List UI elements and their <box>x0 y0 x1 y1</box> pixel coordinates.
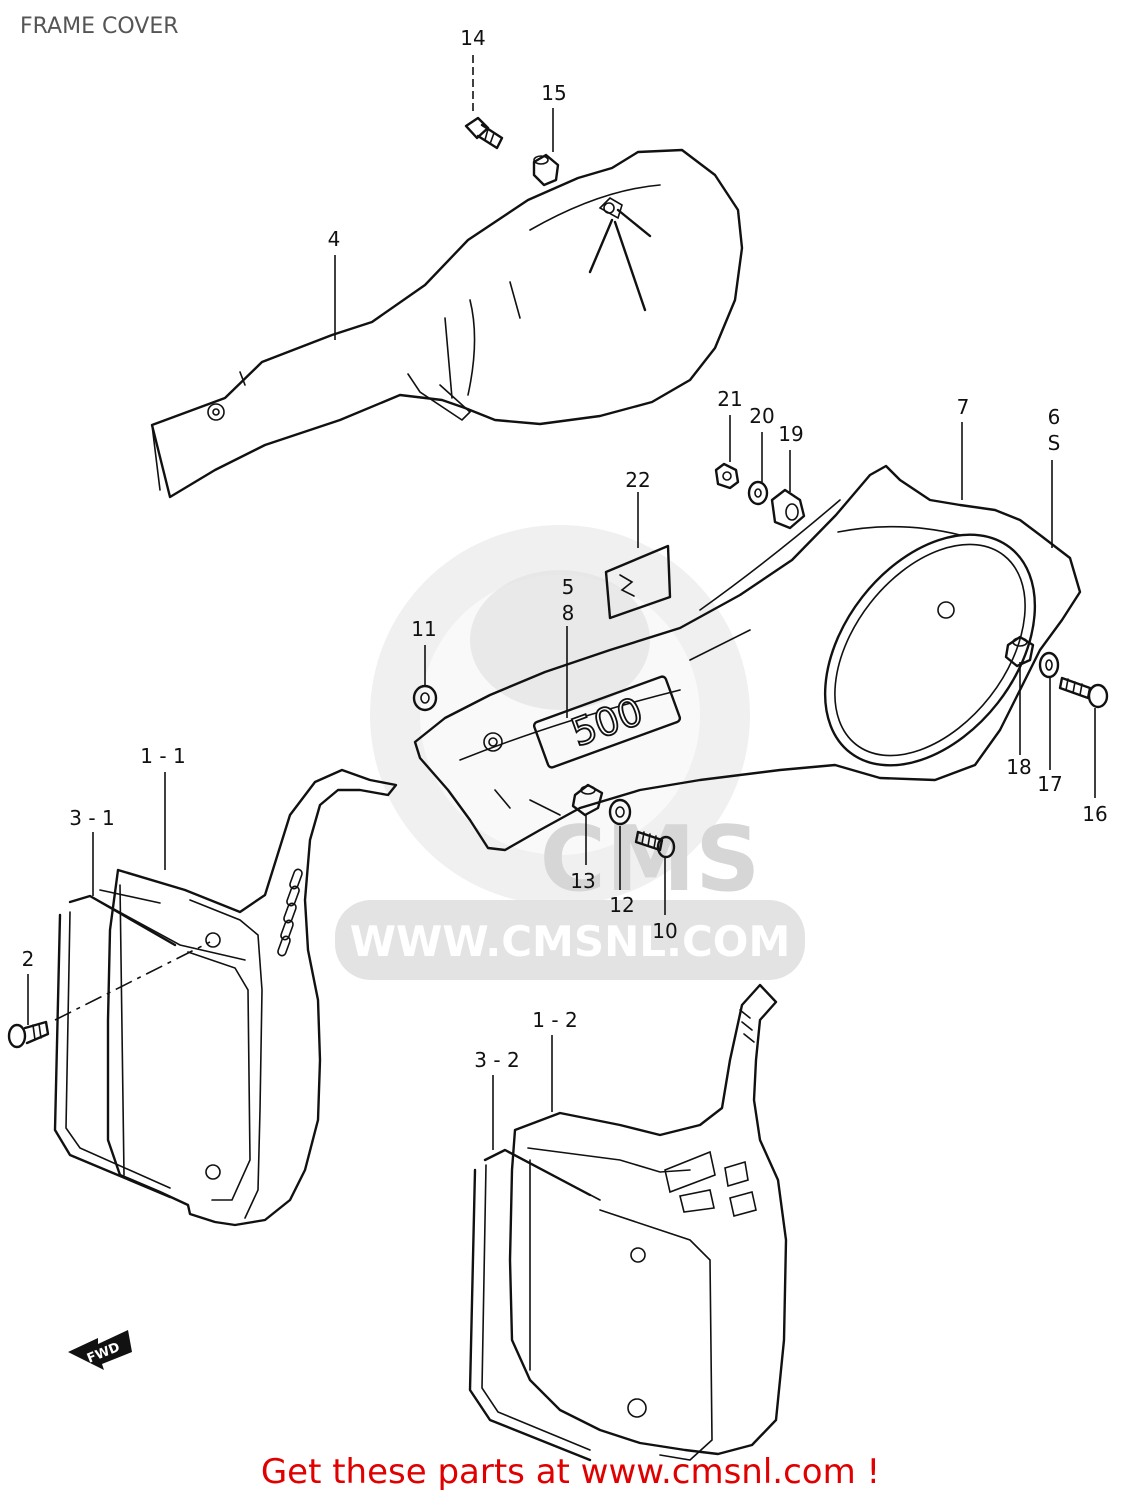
vent-slots-1-2 <box>664 1150 757 1217</box>
part-17-washer <box>1038 651 1060 679</box>
part-10-bolt <box>634 830 676 859</box>
part-4-frame-cover <box>150 148 744 499</box>
callout-11: 11 <box>411 617 436 641</box>
callout-22: 22 <box>625 468 650 492</box>
watermark-url: WWW.CMSNL.COM <box>350 917 791 966</box>
callout-18: 18 <box>1006 755 1031 779</box>
part-11-washer <box>412 684 438 712</box>
page-title: FRAME COVER <box>20 14 179 39</box>
part-1-2-number-plate <box>508 983 788 1456</box>
callout-21: 21 <box>717 387 742 411</box>
part-19-grommet <box>770 488 806 530</box>
callout-13: 13 <box>570 869 595 893</box>
callout-5: 5 <box>562 575 575 599</box>
callout-labels: 14 15 4 21 20 19 7 6 S 22 5 8 11 1 - 1 3… <box>22 26 1108 1072</box>
callout-3-1: 3 - 1 <box>69 806 114 830</box>
callout-9: S <box>1048 431 1061 455</box>
watermark-logo: CMS <box>540 807 760 912</box>
callout-17: 17 <box>1037 772 1062 796</box>
callout-10: 10 <box>652 919 677 943</box>
callout-14: 14 <box>460 26 485 50</box>
part-15-collar <box>532 153 560 187</box>
footer-link-text[interactable]: Get these parts at www.cmsnl.com ! <box>260 1452 881 1492</box>
part-14-bolt <box>464 116 504 150</box>
part-12-washer <box>608 798 632 826</box>
callout-19: 19 <box>778 422 803 446</box>
callout-7: 7 <box>957 395 970 419</box>
callout-1-2: 1 - 2 <box>532 1008 577 1032</box>
vent-slots-1-1 <box>277 868 303 957</box>
part-3-1-bezel <box>53 894 251 1201</box>
callout-4: 4 <box>328 227 341 251</box>
callout-20: 20 <box>749 404 774 428</box>
callout-16: 16 <box>1082 802 1107 826</box>
callout-8: 8 <box>562 601 575 625</box>
watermark: WWW.CMSNL.COM CMS <box>335 525 805 980</box>
part-13-collar <box>571 783 604 817</box>
part-22-decal <box>604 544 672 620</box>
callout-3-2: 3 - 2 <box>474 1048 519 1072</box>
fwd-arrow-icon: FWD <box>68 1330 132 1370</box>
part-7-frame-cover <box>413 464 1082 852</box>
callout-6: 6 <box>1048 405 1061 429</box>
part-20-washer <box>747 480 769 506</box>
callout-15: 15 <box>541 81 566 105</box>
part-3-2-bezel <box>468 1148 713 1462</box>
part-2-screw <box>7 941 211 1049</box>
part-18-collar <box>1004 635 1035 668</box>
callout-2: 2 <box>22 947 35 971</box>
callout-12: 12 <box>609 893 634 917</box>
part-21-nut <box>714 462 740 490</box>
leader-lines <box>27 55 1096 1150</box>
callout-1-1: 1 - 1 <box>140 744 185 768</box>
part-16-bolt <box>1058 676 1109 709</box>
